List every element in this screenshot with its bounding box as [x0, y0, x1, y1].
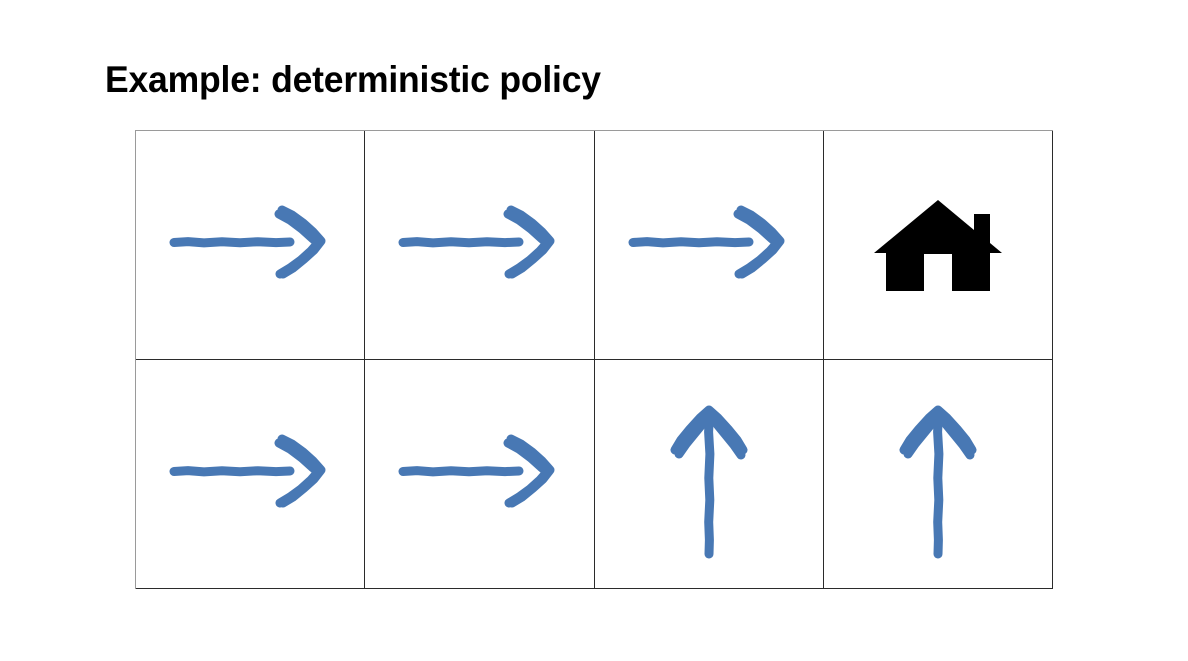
arrow-right-icon [169, 434, 326, 508]
page-title: Example: deterministic policy [105, 59, 601, 100]
cell-content [595, 360, 823, 588]
grid-cell-r1c3[interactable] [594, 131, 824, 360]
home-icon [873, 200, 1002, 291]
cell-content [824, 131, 1052, 359]
policy-grid [135, 130, 1053, 589]
arrow-up-icon [899, 405, 977, 559]
cell-content [136, 131, 364, 359]
cell-content [365, 131, 593, 359]
grid-cell-r2c1[interactable] [136, 360, 366, 589]
grid-cell-r1c2[interactable] [365, 131, 595, 360]
cell-content [595, 131, 823, 359]
cell-content [136, 360, 364, 588]
grid-cell-r1c4[interactable] [823, 131, 1053, 360]
arrow-right-icon [398, 205, 555, 279]
arrow-right-icon [169, 205, 326, 279]
grid-cell-r2c3[interactable] [594, 360, 824, 589]
grid-cell-r2c4[interactable] [823, 360, 1053, 589]
arrow-right-icon [398, 434, 555, 508]
grid-cell-r2c2[interactable] [365, 360, 595, 589]
arrow-right-icon [628, 205, 785, 279]
arrow-up-icon [670, 405, 748, 559]
cell-content [365, 360, 593, 588]
cell-content [824, 360, 1052, 588]
grid-cell-r1c1[interactable] [136, 131, 366, 360]
